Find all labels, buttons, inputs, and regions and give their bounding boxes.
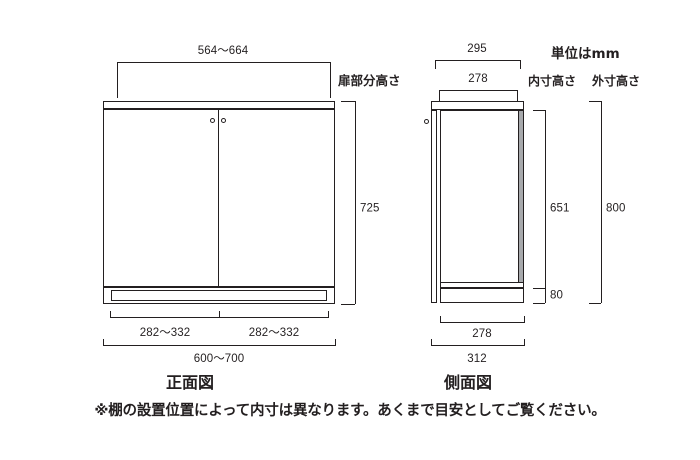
front-outer-width-value: 600〜700 bbox=[193, 353, 245, 365]
side-base-block bbox=[440, 288, 524, 303]
side-outer-height-value: 800 bbox=[606, 202, 626, 215]
side-view-title: 側面図 bbox=[443, 373, 493, 392]
side-door-knob bbox=[424, 119, 429, 124]
front-base-recess bbox=[111, 290, 327, 301]
front-left-door-width-value: 282〜332 bbox=[139, 327, 191, 339]
side-top-depth-value: 295 bbox=[467, 43, 487, 55]
front-door-height-label: 扉部分高さ bbox=[338, 73, 401, 88]
front-view-group: 564〜664 725 扉部分高さ 282〜332 bbox=[0, 0, 401, 400]
side-top-panel bbox=[431, 101, 524, 110]
side-inner-height-value: 651 bbox=[550, 202, 570, 215]
front-right-door-width-value: 282〜332 bbox=[248, 327, 300, 339]
side-inner-height-label: 内寸高さ bbox=[528, 74, 577, 88]
front-top-panel bbox=[103, 101, 335, 109]
side-back-panel bbox=[518, 110, 524, 303]
unit-note: 単位はmm bbox=[551, 46, 620, 62]
front-right-door-knob bbox=[221, 118, 226, 123]
side-outer-height-label: 外寸高さ bbox=[592, 74, 641, 88]
front-door-height-value: 725 bbox=[360, 202, 380, 215]
front-view-title: 正面図 bbox=[165, 373, 215, 392]
side-base-height-value: 80 bbox=[550, 289, 563, 302]
side-inner-depth-top-value: 278 bbox=[468, 73, 488, 85]
side-view-group: 295 278 651 bbox=[424, 43, 641, 392]
side-outer-depth-value: 312 bbox=[467, 353, 487, 365]
front-inner-width-value: 564〜664 bbox=[197, 45, 249, 57]
front-door-split bbox=[218, 110, 219, 287]
side-inner-depth-bottom-value: 278 bbox=[472, 328, 492, 340]
front-left-door-knob bbox=[210, 118, 215, 123]
front-door-area bbox=[103, 109, 335, 287]
side-door-edge bbox=[431, 110, 437, 303]
footer-note: ※棚の設置位置によって内寸は異なります。あくまで目安としてご覧ください。 bbox=[94, 403, 606, 419]
side-body-cavity bbox=[440, 110, 524, 288]
side-bottom-shelf bbox=[440, 282, 524, 288]
